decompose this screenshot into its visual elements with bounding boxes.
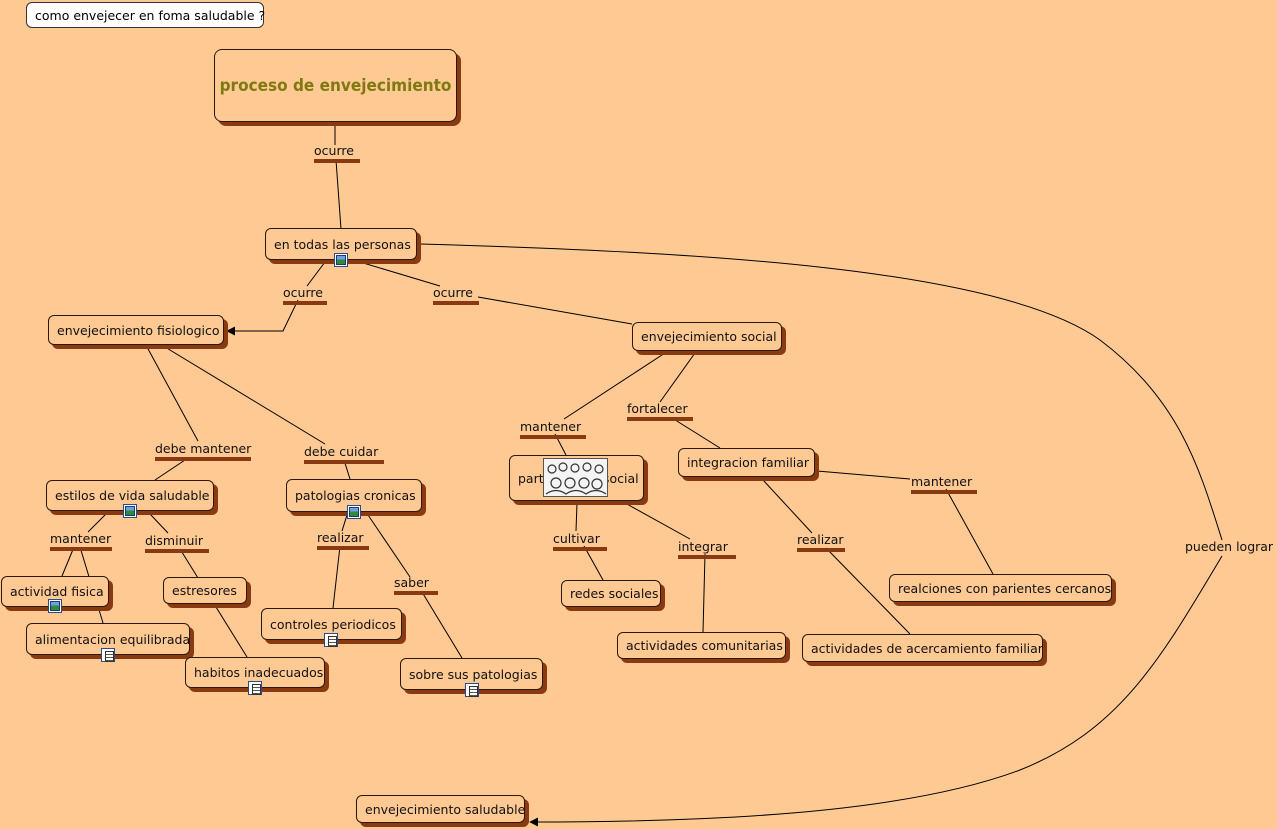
document-icon[interactable] bbox=[101, 648, 115, 662]
link-debe-cuidar[interactable]: debe cuidar bbox=[304, 445, 384, 464]
line-patologias-saber bbox=[367, 514, 411, 578]
link-pueden-lograr[interactable]: pueden lograr bbox=[1185, 539, 1274, 554]
concept-envejecimiento-saludable[interactable]: envejecimiento saludable bbox=[356, 795, 525, 823]
line-integrar-comunitarias bbox=[702, 553, 706, 633]
concept-relaciones-parientes-cercanos[interactable]: realciones con parientes cercanos bbox=[889, 574, 1112, 602]
line-mantener-parientes bbox=[945, 488, 994, 575]
line-saber-sobre bbox=[421, 591, 463, 659]
link-realizar[interactable]: realizar bbox=[797, 533, 845, 552]
link-debe-mantener[interactable]: debe mantener bbox=[155, 442, 251, 461]
line-realizar-acercamiento bbox=[825, 547, 911, 635]
link-ocurre[interactable]: ocurre bbox=[433, 286, 479, 305]
link-cultivar[interactable]: cultivar bbox=[553, 532, 607, 551]
line-fisio-debecuidar bbox=[164, 346, 326, 445]
document-icon[interactable] bbox=[248, 681, 262, 695]
focus-question[interactable]: como envejecer en foma saludable ? bbox=[26, 2, 265, 28]
line-todas-ocurre2 bbox=[306, 261, 326, 287]
concept-envejecimiento-social[interactable]: envejecimiento social bbox=[632, 322, 782, 351]
line-todas-pueden bbox=[419, 243, 1223, 541]
line-integracion-realizar bbox=[762, 479, 813, 534]
link-disminuir[interactable]: disminuir bbox=[145, 534, 209, 553]
image-icon[interactable] bbox=[123, 504, 137, 518]
line-pueden-saludable bbox=[529, 555, 1223, 827]
link-fortalecer[interactable]: fortalecer bbox=[627, 402, 693, 421]
concept-envejecimiento-fisiologico[interactable]: envejecimiento fisiologico bbox=[48, 315, 224, 345]
link-mantener[interactable]: mantener bbox=[520, 420, 586, 439]
line-debemantener-estilos bbox=[154, 457, 189, 481]
concept-actividades-comunitarias[interactable]: actividades comunitarias bbox=[617, 632, 786, 659]
link-saber[interactable]: saber bbox=[394, 576, 438, 595]
image-icon[interactable] bbox=[48, 599, 62, 613]
link-mantener[interactable]: mantener bbox=[50, 532, 112, 551]
line-participacion-cultivar bbox=[575, 502, 578, 532]
link-realizar[interactable]: realizar bbox=[317, 531, 369, 550]
concept-actividades-acercamiento-familiar[interactable]: actividades de acercamiento familiar bbox=[802, 634, 1043, 662]
image-icon[interactable] bbox=[347, 505, 361, 519]
concept-redes-sociales[interactable]: redes sociales bbox=[561, 580, 661, 607]
image-icon[interactable] bbox=[334, 253, 348, 267]
document-icon[interactable] bbox=[324, 633, 338, 647]
photo-thumbnail[interactable] bbox=[543, 458, 608, 497]
line-integracion-mantener bbox=[816, 470, 911, 480]
link-mantener[interactable]: mantener bbox=[911, 475, 977, 494]
line-todas-ocurre3 bbox=[359, 261, 441, 287]
link-ocurre[interactable]: ocurre bbox=[314, 144, 360, 163]
line-mantener-actividad bbox=[61, 546, 75, 577]
line-ocurre-todas bbox=[335, 159, 342, 230]
line-estilos-disminuir bbox=[149, 513, 169, 534]
line-fisio-debemantener bbox=[146, 346, 199, 442]
line-participacion-integrar bbox=[624, 502, 691, 540]
line-fortalecer-integracion bbox=[671, 417, 721, 449]
line-social-fortalecer bbox=[659, 352, 696, 403]
link-ocurre[interactable]: ocurre bbox=[283, 286, 327, 305]
line-ocurre2-fisio bbox=[226, 299, 299, 336]
concept-habitos-inadecuados[interactable]: habitos inadecuados bbox=[185, 657, 325, 688]
line-ocurre3-social bbox=[477, 296, 633, 325]
concept-proceso-envejecimiento[interactable]: proceso de envejecimiento bbox=[214, 49, 457, 122]
document-icon[interactable] bbox=[465, 683, 479, 697]
line-social-mantener bbox=[563, 352, 666, 420]
concept-integracion-familiar[interactable]: integracion familiar bbox=[678, 448, 815, 477]
line-cultivar-redes bbox=[583, 545, 604, 581]
line-estilos-mantener bbox=[87, 513, 107, 533]
link-integrar[interactable]: integrar bbox=[678, 540, 736, 559]
line-patologias-realizar bbox=[341, 514, 348, 532]
line-realizar-controles bbox=[332, 545, 341, 609]
concept-estresores[interactable]: estresores bbox=[163, 577, 247, 604]
